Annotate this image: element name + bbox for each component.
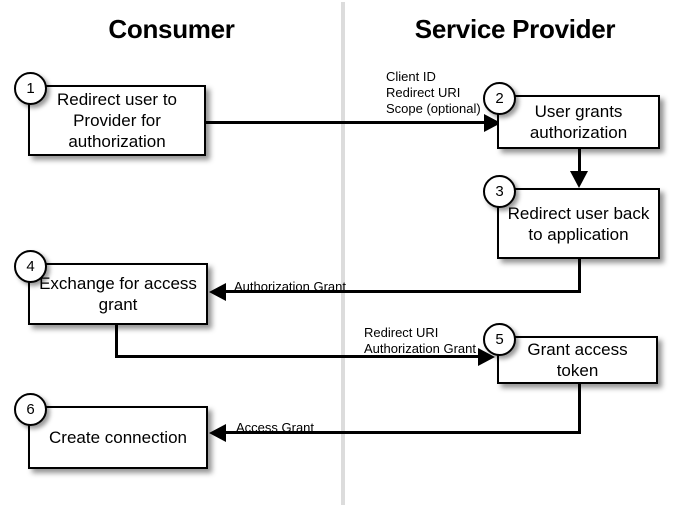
step-badge-2: 2 [483, 82, 516, 115]
node-5-label: Grant access token [527, 340, 628, 380]
edge-3-label: Authorization Grant [234, 279, 347, 294]
edge-1-arrowhead [484, 114, 501, 132]
edge-2-line [578, 149, 581, 174]
lane-title-consumer: Consumer [108, 14, 235, 44]
edge-1-line [206, 121, 490, 124]
edge-3-segment-horizontal [225, 290, 581, 293]
step-badge-1-number: 1 [26, 80, 35, 97]
node-grant-access-token[interactable]: Grant access token [497, 336, 658, 384]
edge-4-segment-horizontal [115, 355, 482, 358]
edge-5-arrowhead [209, 424, 226, 442]
node-redirect-user-back-to-application[interactable]: Redirect user back to application [497, 188, 660, 259]
edge-3-arrowhead [209, 283, 226, 301]
step-badge-2-number: 2 [495, 90, 504, 107]
step-badge-1: 1 [14, 72, 47, 105]
node-redirect-user-to-provider[interactable]: Redirect user to Provider for authorizat… [28, 85, 206, 156]
step-badge-5-number: 5 [495, 331, 504, 348]
edge-2-arrowhead [570, 171, 588, 188]
node-4-label: Exchange for access grant [39, 274, 197, 314]
step-badge-5: 5 [483, 323, 516, 356]
edge-4-segment-vertical [115, 325, 118, 358]
node-create-connection[interactable]: Create connection [28, 406, 208, 469]
step-badge-4-number: 4 [26, 258, 35, 275]
edge-5-segment-horizontal [225, 431, 581, 434]
lane-divider [341, 2, 345, 505]
edge-4-label: Redirect URI Authorization Grant [364, 325, 477, 356]
lane-title-service-provider: Service Provider [414, 14, 616, 44]
step-badge-6-number: 6 [26, 401, 35, 418]
node-3-label: Redirect user back to application [507, 203, 650, 244]
node-exchange-for-access-grant[interactable]: Exchange for access grant [28, 263, 208, 325]
edge-3-segment-vertical [578, 259, 581, 293]
step-badge-3: 3 [483, 175, 516, 208]
step-badge-6: 6 [14, 393, 47, 426]
step-badge-4: 4 [14, 250, 47, 283]
edge-5-segment-vertical [578, 384, 581, 434]
node-2-label: User grants authorization [529, 102, 628, 142]
step-badge-3-number: 3 [495, 183, 504, 200]
node-user-grants-authorization[interactable]: User grants authorization [497, 95, 660, 149]
edge-1-label: Client ID Redirect URI Scope (optional) [386, 69, 481, 116]
node-6-label: Create connection [49, 428, 187, 447]
edge-5-label: Access Grant [236, 420, 315, 435]
node-1-label: Redirect user to Provider for authorizat… [57, 90, 177, 151]
